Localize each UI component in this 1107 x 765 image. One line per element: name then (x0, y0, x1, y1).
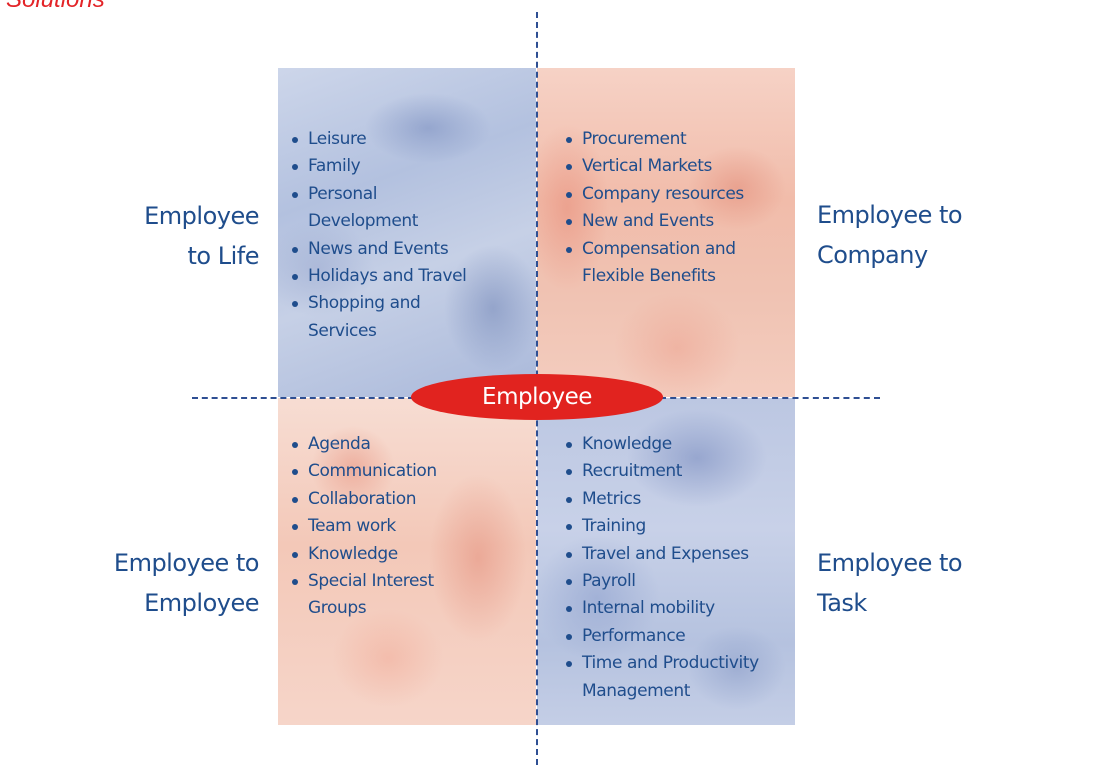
horizontal-axis-divider-right (660, 397, 880, 399)
photo-panel-task (537, 398, 795, 725)
list-item: Compensation and Flexible Benefits (564, 236, 744, 291)
list-item: Family (290, 153, 466, 180)
list-item: Communication (290, 458, 437, 485)
photo-panel-employee (278, 398, 536, 725)
list-item: Performance (564, 623, 759, 650)
quadrant-label-line1: Employee to (817, 549, 963, 577)
list-item: Knowledge (290, 541, 437, 568)
list-employee-to-employee: Agenda Communication Collaboration Team … (290, 431, 437, 623)
quadrant-label-employee-to-task: Employee to Task (817, 543, 963, 623)
quadrant-label-line2: Company (817, 241, 928, 269)
list-item: Vertical Markets (564, 153, 744, 180)
list-employee-to-task: Knowledge Recruitment Metrics Training T… (564, 431, 759, 705)
center-employee-ellipse: Employee (411, 374, 663, 420)
list-item: Time and Productivity Management (564, 650, 759, 705)
list-employee-to-company: Procurement Vertical Markets Company res… (564, 126, 744, 290)
list-item: Company resources (564, 181, 744, 208)
list-item: Collaboration (290, 486, 437, 513)
list-item: Agenda (290, 431, 437, 458)
list-item: Leisure (290, 126, 466, 153)
quadrant-label-employee-to-life: Employee to Life (144, 196, 259, 276)
horizontal-axis-divider-left (192, 397, 414, 399)
photo-panel-company (537, 68, 795, 397)
quadrant-label-line1: Employee to (113, 549, 260, 577)
quadrant-label-line1: Employee to (817, 201, 963, 229)
list-item: Procurement (564, 126, 744, 153)
list-employee-to-life: Leisure Family Personal Development News… (290, 126, 467, 345)
list-item: News and Events (290, 236, 466, 263)
quadrant-label-employee-to-company: Employee to Company (817, 195, 963, 275)
list-item: Travel and Expenses (564, 541, 759, 568)
center-employee-label: Employee (482, 384, 592, 410)
quadrant-label-line2: Employee (144, 589, 259, 617)
list-item: Internal mobility (564, 595, 759, 622)
quadrant-label-line1: Employee (144, 202, 259, 230)
list-item: Recruitment (564, 458, 759, 485)
list-item: Team work (290, 513, 437, 540)
list-item: Special Interest Groups (290, 568, 437, 623)
list-item: Shopping and Services (290, 290, 466, 345)
quadrant-label-line2: to Life (187, 242, 260, 270)
photo-panel-life (278, 68, 536, 397)
list-item: Holidays and Travel (290, 263, 467, 290)
list-item: Payroll (564, 568, 759, 595)
list-item: Training (564, 513, 759, 540)
quadrant-label-line2: Task (817, 589, 867, 617)
list-item: New and Events (564, 208, 744, 235)
header-title: Solutions (6, 0, 105, 14)
list-item: Knowledge (564, 431, 759, 458)
list-item: Personal Development (290, 181, 466, 236)
list-item: Metrics (564, 486, 759, 513)
quadrant-label-employee-to-employee: Employee to Employee (113, 543, 260, 623)
